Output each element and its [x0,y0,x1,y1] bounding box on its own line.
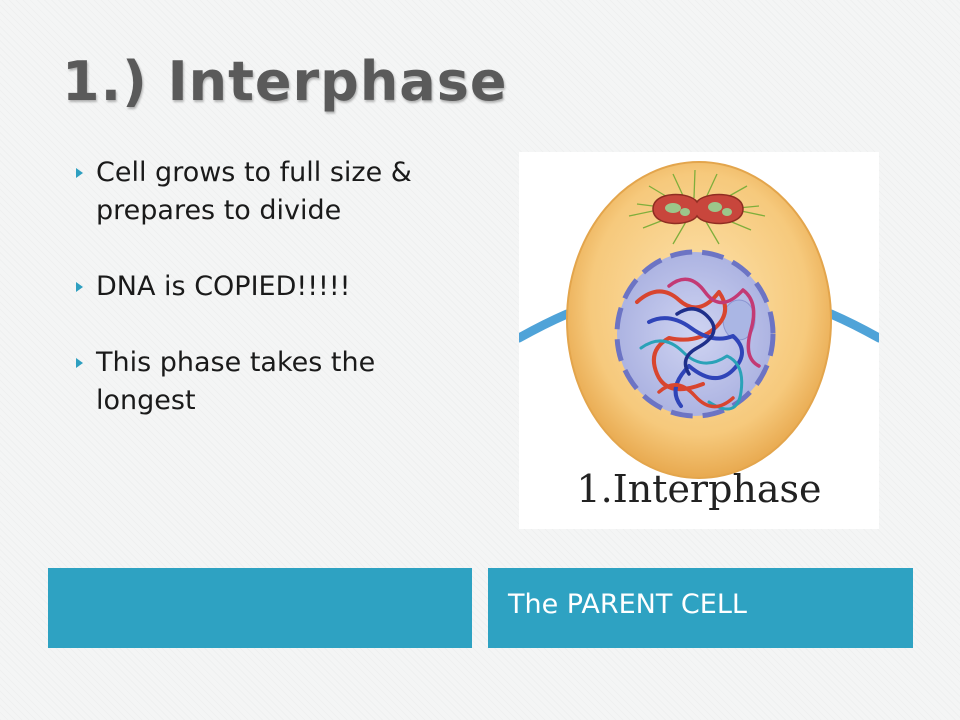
bullet-item: Cell grows to full size & prepares to di… [76,154,456,230]
bullet-arrow-icon [76,358,83,368]
bullet-text: DNA is COPIED!!!!! [96,271,351,302]
cell-illustration: 1.Interphase [519,161,879,511]
bullet-list: Cell grows to full size & prepares to di… [76,154,456,458]
right-caption-panel: The PARENT CELL [488,568,913,648]
centriole [722,208,732,216]
interphase-cell-figure: 1.Interphase [519,152,879,529]
bullet-item: This phase takes the longest [76,344,456,420]
figure-label: 1.Interphase [576,467,821,511]
bullet-item: DNA is COPIED!!!!! [76,268,456,306]
centrosome [652,193,744,225]
centriole [708,202,722,212]
slide-title: 1.) Interphase [62,50,508,113]
bullet-text: Cell grows to full size & prepares to di… [96,157,412,226]
figure-caption: The PARENT CELL [508,589,747,620]
centriole [680,208,690,216]
bullet-text: This phase takes the longest [96,347,376,416]
connector-arc-left [519,309,572,343]
connector-arc-right [826,309,879,343]
centriole [665,203,681,213]
chromatin [635,277,761,411]
left-caption-panel [48,568,472,648]
bullet-arrow-icon [76,282,83,292]
bullet-arrow-icon [76,168,83,178]
